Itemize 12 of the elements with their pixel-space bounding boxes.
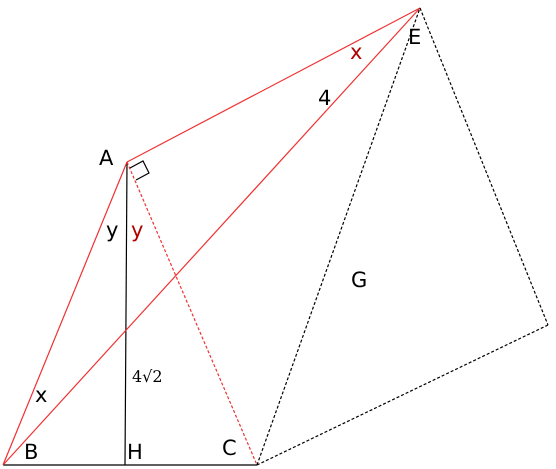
point-label: B [24,442,38,463]
length-label: 4 [318,88,332,109]
length-label: x [35,385,48,406]
length-label: y [131,220,144,241]
point-label: E [408,27,422,48]
point-label: A [99,148,114,169]
point-label: C [222,438,237,459]
length-label: 4√2 [132,369,163,385]
region-label: G [351,270,368,291]
length-label: y [106,220,118,241]
point-label: H [127,442,143,463]
length-label: x [350,42,362,63]
